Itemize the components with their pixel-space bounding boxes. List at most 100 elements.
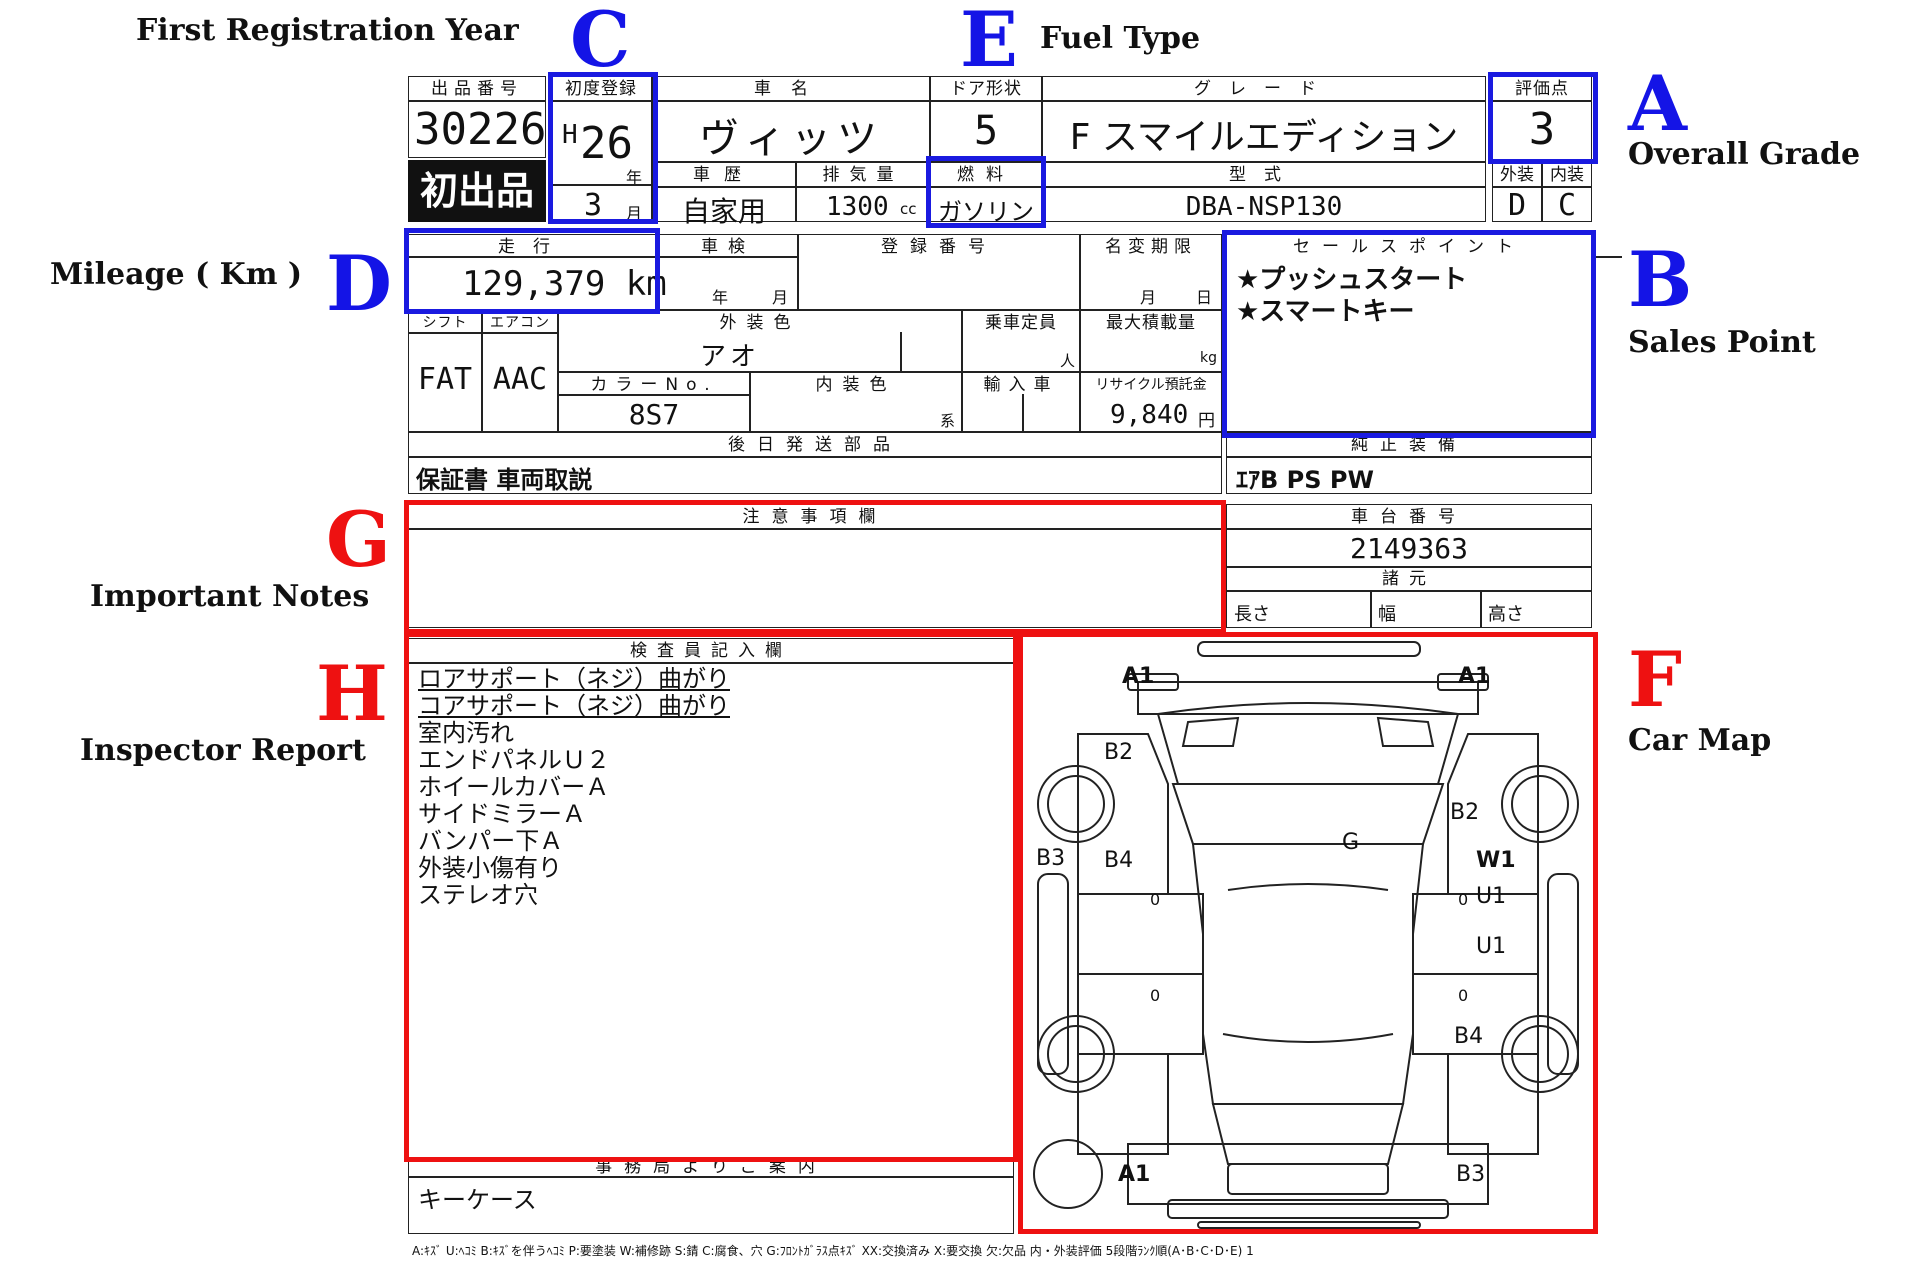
inspector-line: 室内汚れ [418, 719, 514, 747]
sales-points-list: ★プッシュスタート ★スマートキー [1236, 264, 1467, 328]
inspection-header: 車検 [701, 237, 755, 257]
letter-h: H [316, 649, 388, 738]
ac-cell [482, 310, 558, 432]
equipment-cell [1226, 432, 1592, 494]
car-name: ヴィッツ [699, 116, 883, 162]
first-listing-badge: 初出品 [408, 160, 546, 222]
highlight-notes [404, 500, 1226, 634]
specs-header: 諸元 [1382, 569, 1436, 589]
reg-number-header: 登録番号 [881, 237, 997, 257]
highlight-sales-point [1222, 230, 1596, 438]
max-load-cell [1080, 310, 1222, 372]
name-change-day-unit: 日 [1196, 288, 1213, 307]
car-diagram [1033, 641, 1579, 1229]
notes-header: 注意事項欄 [742, 507, 888, 527]
model: DBA-NSP130 [1185, 192, 1343, 222]
recycle-fee: 9,840 [1110, 400, 1189, 430]
displacement-header: 排気量 [822, 165, 904, 185]
month-unit: 月 [626, 204, 643, 223]
mark-zero: 0 [1150, 890, 1161, 909]
mileage-cell [408, 234, 798, 310]
chassis-header: 車台番号 [1351, 507, 1467, 527]
label-car-map: Car Map [1628, 723, 1772, 758]
grade: F スマイルエディション [1069, 117, 1459, 158]
ac-header: エアコン [490, 315, 550, 331]
capacity-unit: 人 [1060, 352, 1076, 370]
inspection-month-unit: 月 [772, 288, 789, 307]
inspector-line: エンドパネルＵ２ [418, 746, 610, 774]
mark-b2-left: B2 [1104, 740, 1134, 765]
displacement-cell [796, 162, 930, 222]
notes-cell [408, 504, 1222, 628]
capacity-header: 乗車定員 [985, 313, 1057, 333]
sales-point-item: ★プッシュスタート [1236, 265, 1468, 295]
mark-a1-left-top: A1 [1122, 664, 1155, 689]
sales-point-cell [1226, 234, 1592, 432]
displacement: 1300 [826, 192, 889, 222]
highlight-fuel [926, 156, 1046, 228]
car-name-cell [652, 76, 930, 162]
lot-number: 30226 [414, 104, 547, 155]
highlight-first-registration [548, 72, 658, 224]
mark-a1-right-top: A1 [1458, 664, 1491, 689]
label-first-registration-year: First Registration Year [136, 13, 519, 48]
fuel: ガソリン [938, 198, 1034, 226]
max-load-unit: kg [1200, 350, 1217, 366]
shift-cell [408, 310, 482, 432]
highlight-inspector [404, 632, 1018, 1162]
label-sales-point: Sales Point [1628, 325, 1816, 360]
int-color-header: 内装色 [815, 375, 897, 395]
lot-number-header: 出品番号 [431, 79, 523, 99]
inspector-line: コアサポート（ネジ）曲がり [418, 692, 730, 720]
recycle-unit: 円 [1198, 411, 1215, 431]
mark-g: G [1342, 830, 1360, 855]
name-change-header: 名変期限 [1105, 237, 1197, 257]
year-unit: 年 [626, 168, 643, 187]
fuel-header: 燃料 [957, 165, 1015, 185]
interior-header: 内装 [1550, 165, 1584, 185]
grade-header: グレード [1194, 79, 1334, 99]
mark-u1-upper: U1 [1476, 884, 1507, 909]
letter-g: G [326, 495, 391, 584]
letter-d: D [326, 239, 392, 328]
height-label: 高さ [1488, 604, 1524, 625]
door-header: ドア形状 [950, 79, 1022, 99]
ext-color-header: 外装色 [719, 313, 801, 333]
overall-score: 3 [1528, 104, 1556, 155]
import-header: 輸入車 [983, 375, 1059, 395]
mark-zero: 0 [1458, 890, 1469, 909]
max-load-header: 最大積載量 [1106, 313, 1196, 333]
grade-cell [1042, 76, 1486, 162]
label-fuel-type: Fuel Type [1040, 21, 1201, 56]
label-mileage: Mileage ( Km ) [50, 257, 303, 292]
mark-zero: 0 [1150, 986, 1161, 1005]
car-name-header: 車名 [754, 79, 828, 99]
mileage: 129,379 km [462, 264, 667, 304]
mark-b4-left: B4 [1104, 848, 1134, 873]
label-overall-grade: Overall Grade [1628, 137, 1861, 172]
office-header: 事務局よりご案内 [595, 1157, 827, 1177]
width-label: 幅 [1378, 604, 1396, 625]
registration-year: 26 [580, 118, 633, 169]
inspector-cell [408, 638, 1014, 1158]
letter-f: F [1628, 635, 1682, 724]
letter-e: E [960, 0, 1018, 84]
equipment: ｴｱB PS PW [1236, 466, 1374, 494]
inspector-header: 検査員記入欄 [630, 641, 792, 661]
sales-point-item: ★スマートキー [1236, 297, 1415, 327]
score-cell [1492, 76, 1592, 162]
import-cell [962, 372, 1080, 432]
first-registration-header: 初度登録 [565, 79, 637, 99]
mark-b2-right: B2 [1450, 800, 1480, 825]
ext-color: アオ [700, 342, 761, 372]
mark-w1: W1 [1476, 848, 1516, 873]
name-change-cell [1080, 234, 1222, 310]
model-header: 型式 [1229, 165, 1299, 185]
registration-month: 3 [584, 188, 603, 223]
letter-a: A [1628, 59, 1687, 148]
lot-number-cell [408, 76, 546, 158]
int-color-cell [750, 372, 962, 432]
office-note: キーケース [418, 1186, 537, 1214]
ac: AAC [492, 362, 548, 397]
legend: A:ｷｽﾞ U:ﾍｺﾐ B:ｷｽﾞを伴うﾍｺﾐ P:要塗装 W:補修跡 S:錆 … [412, 1244, 1254, 1258]
